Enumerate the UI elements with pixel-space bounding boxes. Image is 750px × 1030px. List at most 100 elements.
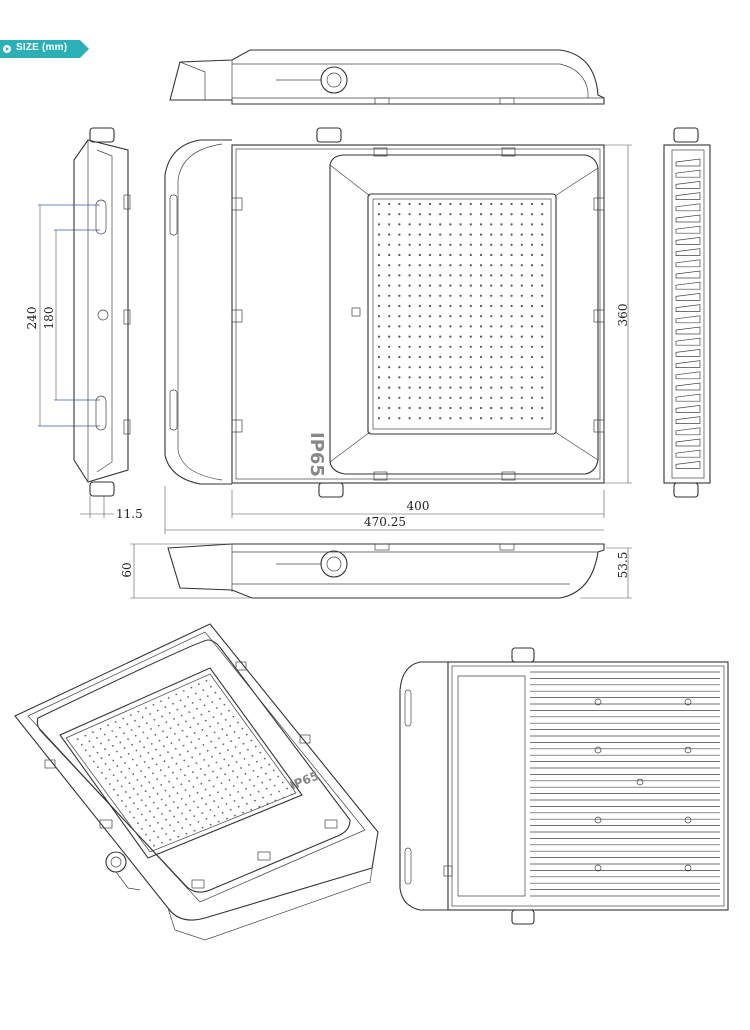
led-dot (530, 417, 534, 420)
fin (675, 449, 701, 458)
led-dot (388, 335, 391, 338)
perspective-led-dot (175, 693, 178, 696)
perspective-led-dot (136, 779, 139, 781)
perspective-led-dot (189, 809, 192, 812)
led-dot (439, 243, 442, 246)
led-dot (490, 386, 493, 389)
led-dot (377, 294, 381, 297)
led-dot (510, 294, 513, 297)
led-dot (418, 274, 421, 277)
led-dot (520, 253, 523, 257)
led-dot (377, 243, 381, 246)
perspective-led-dot (223, 758, 226, 761)
led-dot (428, 396, 432, 399)
led-dot (428, 233, 432, 236)
led-dot (530, 202, 534, 206)
perspective-led-dot (180, 714, 183, 717)
perspective-led-dot (221, 811, 224, 814)
led-dot (479, 386, 483, 389)
led-dot (398, 243, 401, 246)
fin (675, 293, 701, 301)
led-dot (479, 355, 483, 359)
perspective-led-dot (209, 809, 212, 811)
perspective-led-dot (212, 770, 214, 773)
led-dot (449, 386, 452, 389)
perspective-led-dot (261, 781, 264, 784)
led-dot (500, 264, 503, 267)
led-dot (541, 294, 544, 297)
perspective-led-dot (193, 732, 196, 734)
led-dot (439, 304, 442, 308)
perspective-led-dot (127, 738, 129, 740)
led-dot (428, 345, 432, 348)
led-dot (510, 315, 513, 318)
led-dot (459, 253, 462, 257)
led-dot (541, 355, 544, 359)
perspective-led-dot (177, 806, 179, 809)
fin (675, 181, 701, 189)
perspective-led-dot (178, 738, 181, 741)
led-dot (408, 406, 411, 410)
perspective-led-dot (241, 727, 244, 730)
perspective-led-dot (160, 798, 163, 801)
led-dot (388, 294, 391, 297)
perspective-led-dot (190, 741, 193, 744)
fin (675, 427, 701, 436)
led-dot (490, 315, 493, 318)
perspective-led-dot (199, 753, 201, 755)
led-dot (377, 366, 381, 369)
perspective-led-dot (133, 816, 135, 819)
perspective-led-dot (140, 784, 143, 787)
led-dot (398, 335, 401, 338)
perspective-led-dot (153, 844, 155, 847)
perspective-led-dot (124, 776, 127, 779)
led-dot (500, 406, 503, 410)
perspective-led-dot (200, 713, 203, 716)
led-dot (408, 202, 411, 206)
led-dot (541, 213, 544, 216)
perspective-led-dot (213, 731, 216, 734)
fin (675, 371, 701, 380)
perspective-led-dot (210, 685, 212, 688)
perspective-led-dot (184, 774, 186, 777)
perspective-led-dot (124, 762, 126, 764)
perspective-led-dot (265, 787, 268, 790)
perspective-led-dot (281, 781, 284, 784)
led-dot (408, 366, 411, 369)
led-dot (398, 202, 401, 206)
rear-mount-holes (594, 698, 692, 872)
led-dot (520, 233, 523, 236)
led-dot (418, 294, 421, 297)
fin (675, 225, 701, 234)
fin (675, 259, 701, 268)
led-dot (449, 325, 452, 328)
led-dot (510, 202, 513, 206)
perspective-led-dot (238, 737, 240, 739)
perspective-led-dot (92, 731, 94, 734)
perspective-led-dot (184, 789, 187, 791)
led-dot (541, 253, 544, 257)
led-dot (388, 202, 391, 206)
perspective-led-dot (242, 742, 245, 745)
perspective-led-dot (146, 737, 149, 739)
perspective-led-dot (231, 755, 234, 758)
led-dot (398, 417, 401, 420)
perspective-led-dot (266, 802, 269, 805)
led-dot (388, 213, 391, 216)
perspective-led-dot (174, 733, 176, 735)
led-dot (490, 264, 493, 267)
perspective-led-dot (168, 795, 171, 798)
led-dot (520, 243, 523, 246)
led-dot (377, 264, 381, 267)
perspective-led-dot (160, 784, 163, 786)
perspective-led-dot (135, 749, 138, 752)
perspective-led-dot (236, 776, 239, 778)
led-dot (408, 223, 411, 226)
led-dot (439, 264, 442, 267)
perspective-led-dot (184, 705, 186, 708)
led-dot (520, 264, 523, 267)
led-dot (510, 304, 513, 308)
led-dot (530, 315, 534, 318)
perspective-led-dot (169, 838, 172, 841)
